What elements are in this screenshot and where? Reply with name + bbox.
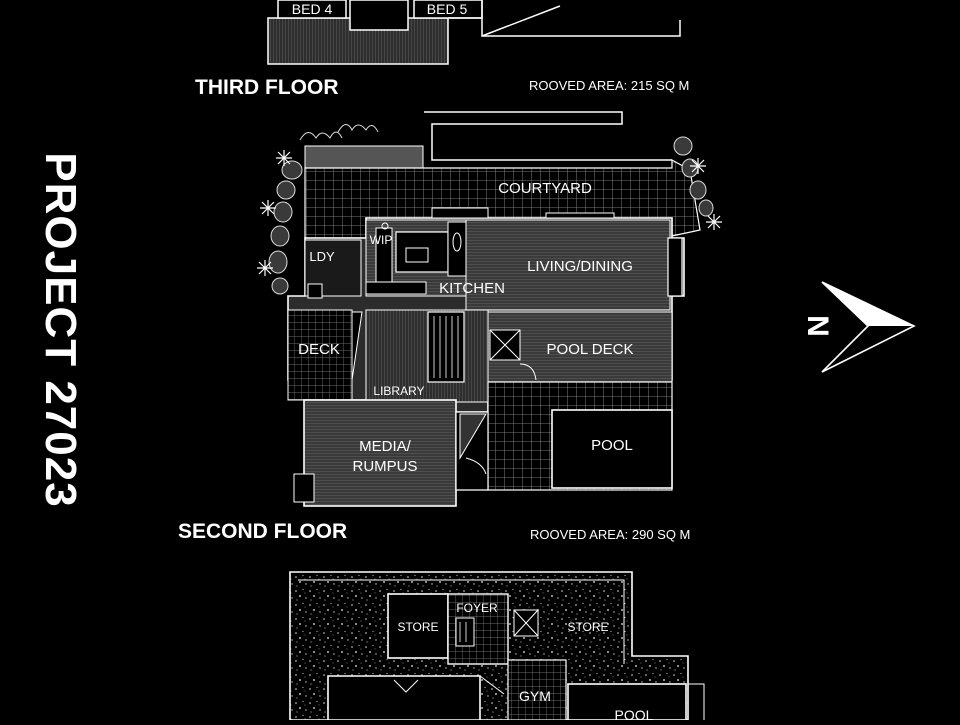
room-label-ldy: LDY (309, 249, 335, 264)
room-label-library: LIBRARY (373, 384, 424, 398)
room-label-foyer: FOYER (456, 601, 498, 615)
north-arrow-letter: N (801, 315, 834, 337)
room-label-store-1: STORE (397, 620, 438, 634)
second-floor-plan (257, 111, 722, 507)
room-label-pool: POOL (591, 437, 633, 454)
second-floor-area: ROOVED AREA: 290 SQ M (530, 527, 691, 542)
room-label-store-2: STORE (567, 620, 608, 634)
room-label-wip: WIP (370, 233, 393, 247)
room-label-courtyard: COURTYARD (498, 180, 592, 197)
room-label-kitchen: KITCHEN (439, 280, 505, 297)
star-plants (257, 150, 722, 276)
room-label-pool-lower: POOL (615, 707, 654, 720)
north-arrow: N (801, 281, 916, 373)
room-label-gym: GYM (519, 688, 551, 704)
first-floor-plan (289, 571, 705, 721)
garden-stones (268, 136, 714, 295)
project-title: PROJECT 27023 (36, 152, 85, 508)
room-label-rumpus: RUMPUS (352, 458, 417, 475)
room-label-bed5: BED 5 (427, 1, 468, 17)
third-floor-title: THIRD FLOOR (195, 76, 339, 99)
third-floor-area: ROOVED AREA: 215 SQ M (529, 78, 690, 93)
third-floor-plan (267, 0, 681, 65)
room-label-media: MEDIA/ (359, 438, 412, 455)
room-label-living-dining: LIVING/DINING (527, 258, 633, 275)
plants-top (299, 124, 379, 141)
room-label-deck: DECK (298, 341, 340, 358)
second-floor-title: SECOND FLOOR (178, 520, 348, 543)
room-label-pool-deck: POOL DECK (547, 341, 634, 358)
room-label-bed4: BED 4 (292, 1, 333, 17)
